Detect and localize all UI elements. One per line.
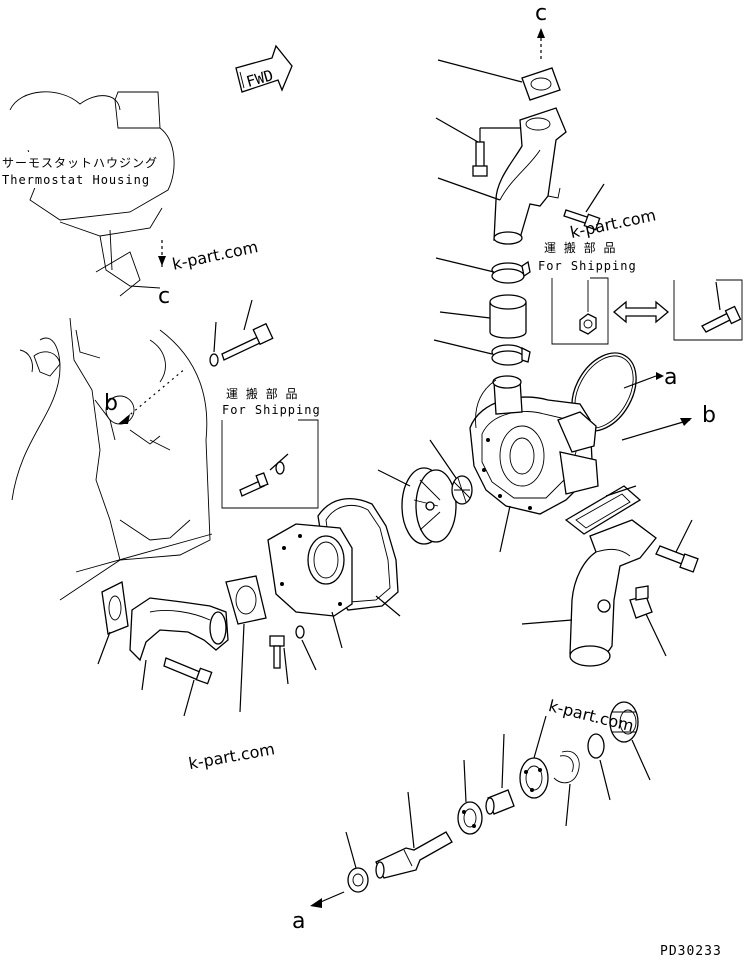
housing-outlet-gasket xyxy=(564,485,642,535)
outlet-gasket xyxy=(437,59,561,101)
bearing-left xyxy=(457,759,483,835)
svg-text:c: c xyxy=(535,1,547,26)
callout-b-right: b xyxy=(621,403,716,441)
inlet-pipe xyxy=(129,597,229,691)
bearing-right xyxy=(519,715,549,799)
for-shipping-left-en: For Shipping xyxy=(222,403,321,417)
svg-text:a: a xyxy=(292,909,305,934)
seal-cap xyxy=(609,701,651,781)
thermostat-housing-label: サーモスタットハウジング Thermostat Housing xyxy=(0,152,160,188)
shaft-bearing-small xyxy=(345,831,369,893)
svg-text:c: c xyxy=(158,284,170,309)
svg-text:a: a xyxy=(664,365,677,390)
fwd-arrow: FWD xyxy=(235,44,293,93)
thermostat-housing-label-en: Thermostat Housing xyxy=(2,173,150,187)
hose-clamp-lower xyxy=(433,339,531,366)
water-outlet-elbow xyxy=(437,107,567,245)
thermostat-housing-label-jp: サーモスタットハウジング xyxy=(2,156,158,170)
callout-a-bottom: a xyxy=(292,891,345,934)
watermark-2: k-part.com xyxy=(171,237,260,274)
pump-shaft xyxy=(375,791,453,879)
svg-text:b: b xyxy=(702,403,716,428)
impeller xyxy=(377,467,457,545)
water-pump-housing xyxy=(469,375,599,553)
snap-ring xyxy=(553,750,580,827)
svg-text:b: b xyxy=(104,391,118,416)
upper-bolt xyxy=(209,299,274,367)
watermark-1: k-part.com xyxy=(568,205,657,242)
impeller-nut xyxy=(429,439,473,505)
for-shipping-right-en: For Shipping xyxy=(538,259,637,273)
outlet-bolt xyxy=(435,117,520,177)
pump-cover-plate xyxy=(267,523,353,649)
drain-plug xyxy=(629,585,667,657)
engine-block-outline xyxy=(9,91,211,601)
for-shipping-right-jp: 運 搬 部 品 xyxy=(544,240,617,255)
mechanical-seal xyxy=(587,733,611,801)
inlet-bolt xyxy=(163,657,213,717)
inlet-gasket-left xyxy=(97,581,129,665)
side-bolt xyxy=(563,183,605,231)
for-shipping-left: 運 搬 部 品 For Shipping xyxy=(221,386,321,509)
callout-b-left: b xyxy=(104,367,187,424)
drawing-code: PD30233 xyxy=(660,944,722,959)
callout-c-top: c xyxy=(535,1,547,62)
o-ring xyxy=(571,352,637,432)
callout-c-left: c xyxy=(158,240,170,309)
spacer xyxy=(485,733,515,815)
inlet-gasket-right xyxy=(225,575,267,713)
elbow-bolt xyxy=(655,519,699,573)
hose-clamp-upper xyxy=(435,257,531,284)
callout-a-right: a xyxy=(623,365,677,390)
for-shipping-right: 運 搬 部 品 For Shipping xyxy=(538,240,743,345)
for-shipping-left-jp: 運 搬 部 品 xyxy=(226,386,299,401)
water-inlet-elbow xyxy=(521,519,657,667)
water-hose xyxy=(439,294,527,339)
watermark-3: k-part.com xyxy=(187,739,276,773)
cover-bolt xyxy=(269,625,317,685)
